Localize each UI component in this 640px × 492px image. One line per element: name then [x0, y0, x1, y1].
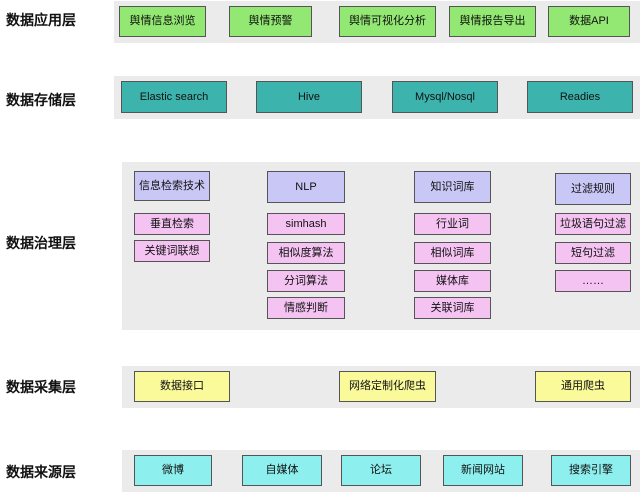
storage-layer-label: 数据存储层	[6, 92, 76, 108]
governance-item-ellipsis: ……	[555, 270, 631, 292]
governance-header-knowledge-lexicon: 知识词库	[414, 171, 491, 203]
app-box-report-export: 舆情报告导出	[449, 6, 536, 37]
governance-item-media-lexicon: 媒体库	[414, 270, 491, 292]
collection-layer-label: 数据采集层	[6, 379, 76, 395]
governance-header-retrieval: 信息检索技术	[134, 171, 210, 201]
source-layer-label: 数据来源层	[6, 464, 76, 480]
governance-header-nlp: NLP	[267, 171, 345, 203]
application-layer-label: 数据应用层	[6, 12, 76, 28]
governance-item-vertical-search: 垂直检索	[134, 213, 210, 235]
governance-item-sentiment: 情感判断	[267, 297, 345, 319]
governance-item-similar-lexicon: 相似词库	[414, 242, 491, 264]
source-box-self-media: 自媒体	[242, 455, 322, 486]
governance-item-segmentation-algo: 分词算法	[267, 270, 345, 292]
governance-header-filter-rules: 过滤规则	[555, 173, 631, 205]
governance-item-simhash: simhash	[267, 213, 345, 235]
storage-box-elasticsearch: Elastic search	[121, 81, 227, 113]
governance-item-spam-filter: 垃圾语句过滤	[555, 213, 631, 235]
storage-box-mysql-nosql: Mysql/Nosql	[392, 81, 498, 113]
source-box-search-engine: 搜索引擎	[551, 455, 631, 486]
governance-layer-label: 数据治理层	[6, 235, 76, 251]
app-box-data-api: 数据API	[548, 6, 630, 37]
source-box-weibo: 微博	[134, 455, 212, 486]
app-box-opinion-visual-analysis: 舆情可视化分析	[339, 6, 436, 37]
governance-item-short-sentence-filter: 短句过滤	[555, 242, 631, 264]
source-box-forum: 论坛	[341, 455, 421, 486]
storage-box-readies: Readies	[527, 81, 633, 113]
storage-box-hive: Hive	[256, 81, 362, 113]
collection-box-data-interface: 数据接口	[134, 371, 230, 402]
governance-item-industry-words: 行业词	[414, 213, 491, 235]
collection-box-custom-crawler: 网络定制化爬虫	[339, 371, 436, 402]
app-box-opinion-warning: 舆情预警	[229, 6, 312, 37]
collection-box-generic-crawler: 通用爬虫	[535, 371, 631, 402]
app-box-opinion-browse: 舆情信息浏览	[119, 6, 206, 37]
governance-item-similarity-algo: 相似度算法	[267, 242, 345, 264]
governance-item-keyword-suggest: 关键词联想	[134, 240, 210, 262]
governance-item-related-lexicon: 关联词库	[414, 297, 491, 319]
source-box-news-sites: 新闻网站	[443, 455, 523, 486]
